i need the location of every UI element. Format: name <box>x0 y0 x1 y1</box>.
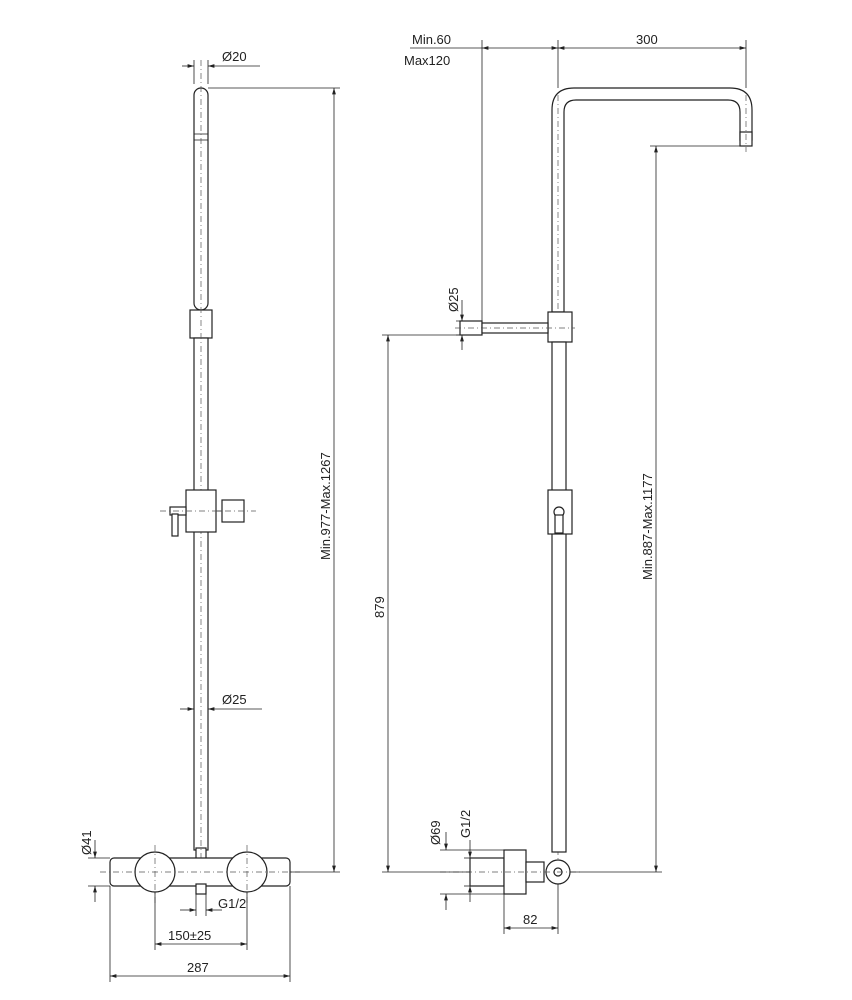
side-riser-gooseneck <box>547 87 753 870</box>
dim-side-thread: G1/2 <box>458 810 473 902</box>
dim-front-thread: G1/2 <box>180 894 246 916</box>
dim-side-depth: 82 <box>503 884 559 934</box>
dim-front-dia-mid: Ø25 <box>180 692 262 711</box>
front-thermostatic-valve <box>100 845 300 905</box>
dim-front-centers: 150±25 <box>154 892 248 950</box>
label-side-height-arm: 879 <box>372 596 387 618</box>
dim-front-width: 287 <box>109 886 291 982</box>
label-front-thread: G1/2 <box>218 896 246 911</box>
label-front-height: Min.977-Max.1267 <box>318 452 333 560</box>
dim-front-dia-top: Ø20 <box>182 49 260 84</box>
side-valve-body <box>440 849 580 895</box>
label-side-head-height: Min.887-Max.1177 <box>640 473 655 580</box>
dim-side-head-height: Min.887-Max.1177 <box>570 145 752 873</box>
label-front-width: 287 <box>187 960 209 975</box>
dim-side-height-arm: 879 <box>372 334 470 873</box>
front-riser-pipe <box>189 60 213 870</box>
front-view: Ø20 Min.977-Max.1267 Ø25 Ø41 <box>79 49 340 982</box>
label-side-offset-min: Min.60 <box>412 32 451 47</box>
dim-side-dia-base: Ø69 <box>428 820 504 910</box>
dim-side-offset: Min.60 Max120 300 <box>404 32 747 328</box>
dim-front-dia-valve: Ø41 <box>79 830 110 902</box>
dim-front-height: Min.977-Max.1267 <box>208 87 340 873</box>
dim-side-dia-arm: Ø25 <box>446 287 482 350</box>
label-side-dia-base: Ø69 <box>428 820 443 845</box>
front-hand-shower-slider <box>160 489 256 537</box>
label-side-dia-arm: Ø25 <box>446 287 461 312</box>
label-side-reach: 300 <box>636 32 658 47</box>
label-side-thread: G1/2 <box>458 810 473 838</box>
label-front-centers: 150±25 <box>168 928 211 943</box>
side-hand-shower-slider <box>547 489 573 535</box>
label-side-offset-max: Max120 <box>404 53 450 68</box>
label-front-dia-mid: Ø25 <box>222 692 247 707</box>
label-side-depth: 82 <box>523 912 537 927</box>
side-view: Min.60 Max120 300 Ø25 879 Min.887-Max.11… <box>372 32 753 934</box>
label-front-dia-top: Ø20 <box>222 49 247 64</box>
label-front-dia-valve: Ø41 <box>79 830 94 855</box>
